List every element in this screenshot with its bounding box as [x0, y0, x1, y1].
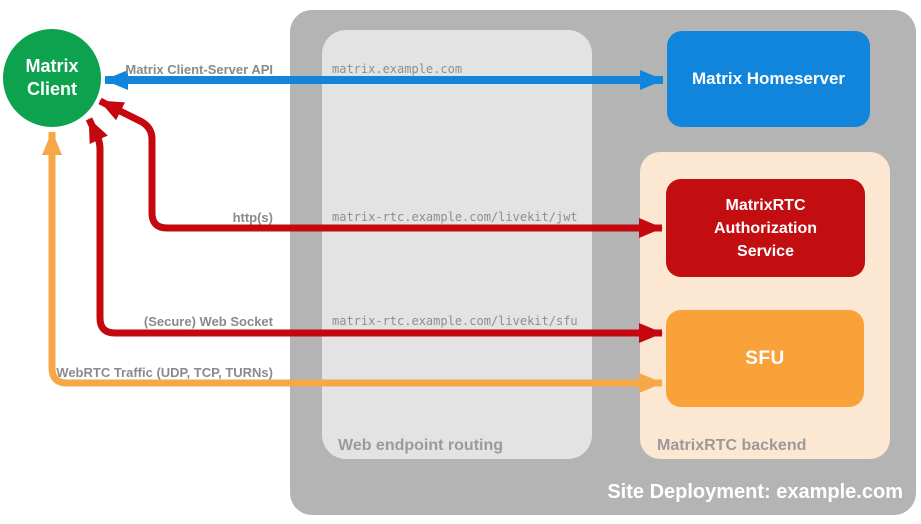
matrixrtc-backend-caption: MatrixRTC backend	[657, 437, 807, 454]
sfu-label: SFU	[745, 347, 785, 369]
matrixrtc-authorization-service-label: MatrixRTC Authorization Service	[713, 196, 818, 260]
http-connection-label: http(s)	[232, 210, 273, 225]
site-deployment-title: Site Deployment: example.com	[607, 481, 903, 503]
sfu-node: SFU	[666, 310, 864, 407]
sfu-url-label: matrix-rtc.example.com/livekit/sfu	[332, 314, 578, 328]
homeserver-url-label: matrix.example.com	[332, 62, 463, 76]
jwt-url-label: matrix-rtc.example.com/livekit/jwt	[332, 210, 578, 224]
matrix-client-label-line2: Client	[26, 79, 77, 99]
matrix-homeserver-label: Matrix Homeserver	[691, 69, 846, 88]
matrix-client-label-line1: Matrix	[25, 56, 79, 76]
web-endpoint-routing-caption: Web endpoint routing	[338, 437, 504, 454]
webrtc-traffic-connection-label: WebRTC Traffic (UDP, TCP, TURNs)	[56, 365, 273, 380]
matrixrtc-authorization-service-node: MatrixRTC Authorization Service	[666, 179, 865, 277]
client-server-api-connection-label: Matrix Client-Server API	[125, 62, 273, 77]
web-endpoint-routing-container	[322, 30, 592, 459]
websocket-connection-label: (Secure) Web Socket	[143, 314, 273, 329]
matrix-homeserver-node: Matrix Homeserver	[667, 31, 870, 127]
matrix-client-node: Matrix Client	[3, 29, 101, 127]
